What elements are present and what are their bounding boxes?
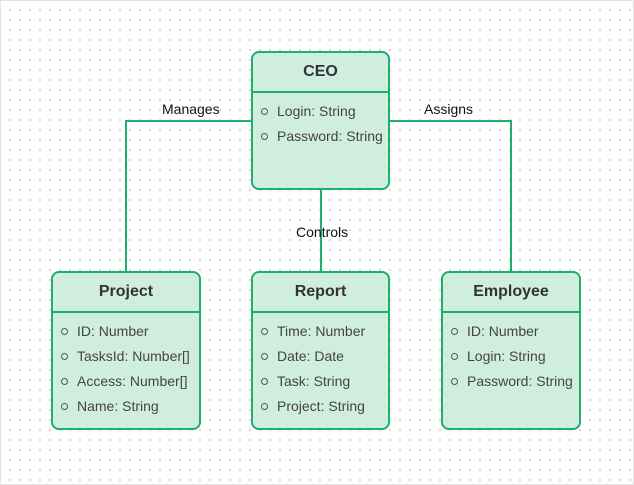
node-title: Employee xyxy=(443,273,579,313)
bullet-icon xyxy=(261,328,268,335)
attribute-text: TasksId: Number[] xyxy=(77,348,190,364)
attribute-list: ID: Number Login: String Password: Strin… xyxy=(443,313,579,394)
attribute-item: Time: Number xyxy=(253,319,388,344)
attribute-text: Password: String xyxy=(467,373,573,389)
attribute-text: Login: String xyxy=(467,348,546,364)
bullet-icon xyxy=(61,378,68,385)
bullet-icon xyxy=(451,378,458,385)
attribute-text: Access: Number[] xyxy=(77,373,188,389)
attribute-item: Task: String xyxy=(253,369,388,394)
attribute-item: ID: Number xyxy=(443,319,579,344)
attribute-text: Login: String xyxy=(277,103,356,119)
bullet-icon xyxy=(261,108,268,115)
attribute-item: Project: String xyxy=(253,394,388,419)
attribute-text: Task: String xyxy=(277,373,351,389)
attribute-text: ID: Number xyxy=(77,323,149,339)
attribute-item: Name: String xyxy=(53,394,199,419)
attribute-item: TasksId: Number[] xyxy=(53,344,199,369)
bullet-icon xyxy=(261,353,268,360)
bullet-icon xyxy=(261,403,268,410)
attribute-item: Date: Date xyxy=(253,344,388,369)
bullet-icon xyxy=(61,403,68,410)
attribute-list: Time: Number Date: Date Task: String Pro… xyxy=(253,313,388,419)
node-employee[interactable]: Employee ID: Number Login: String Passwo… xyxy=(441,271,581,430)
attribute-item: Password: String xyxy=(443,369,579,394)
bullet-icon xyxy=(61,328,68,335)
node-report[interactable]: Report Time: Number Date: Date Task: Str… xyxy=(251,271,390,430)
node-ceo[interactable]: CEO Login: String Password: String xyxy=(251,51,390,190)
bullet-icon xyxy=(261,378,268,385)
attribute-text: Date: Date xyxy=(277,348,344,364)
attribute-item: Login: String xyxy=(253,99,388,124)
link-ceo-project[interactable] xyxy=(125,120,252,272)
attribute-text: Project: String xyxy=(277,398,365,414)
node-project[interactable]: Project ID: Number TasksId: Number[] Acc… xyxy=(51,271,201,430)
attribute-list: Login: String Password: String xyxy=(253,93,388,149)
attribute-text: Time: Number xyxy=(277,323,366,339)
attribute-item: Login: String xyxy=(443,344,579,369)
attribute-item: Password: String xyxy=(253,124,388,149)
attribute-text: Name: String xyxy=(77,398,159,414)
bullet-icon xyxy=(61,353,68,360)
node-title: CEO xyxy=(253,53,388,93)
edge-label-controls: Controls xyxy=(296,224,349,240)
attribute-item: ID: Number xyxy=(53,319,199,344)
edge-label-manages: Manages xyxy=(162,101,220,117)
attribute-item: Access: Number[] xyxy=(53,369,199,394)
node-title: Report xyxy=(253,273,388,313)
bullet-icon xyxy=(451,353,458,360)
bullet-icon xyxy=(451,328,458,335)
edge-label-assigns: Assigns xyxy=(424,101,474,117)
attribute-list: ID: Number TasksId: Number[] Access: Num… xyxy=(53,313,199,419)
bullet-icon xyxy=(261,133,268,140)
attribute-text: ID: Number xyxy=(467,323,539,339)
link-ceo-employee[interactable] xyxy=(389,120,512,272)
node-title: Project xyxy=(53,273,199,313)
attribute-text: Password: String xyxy=(277,128,383,144)
